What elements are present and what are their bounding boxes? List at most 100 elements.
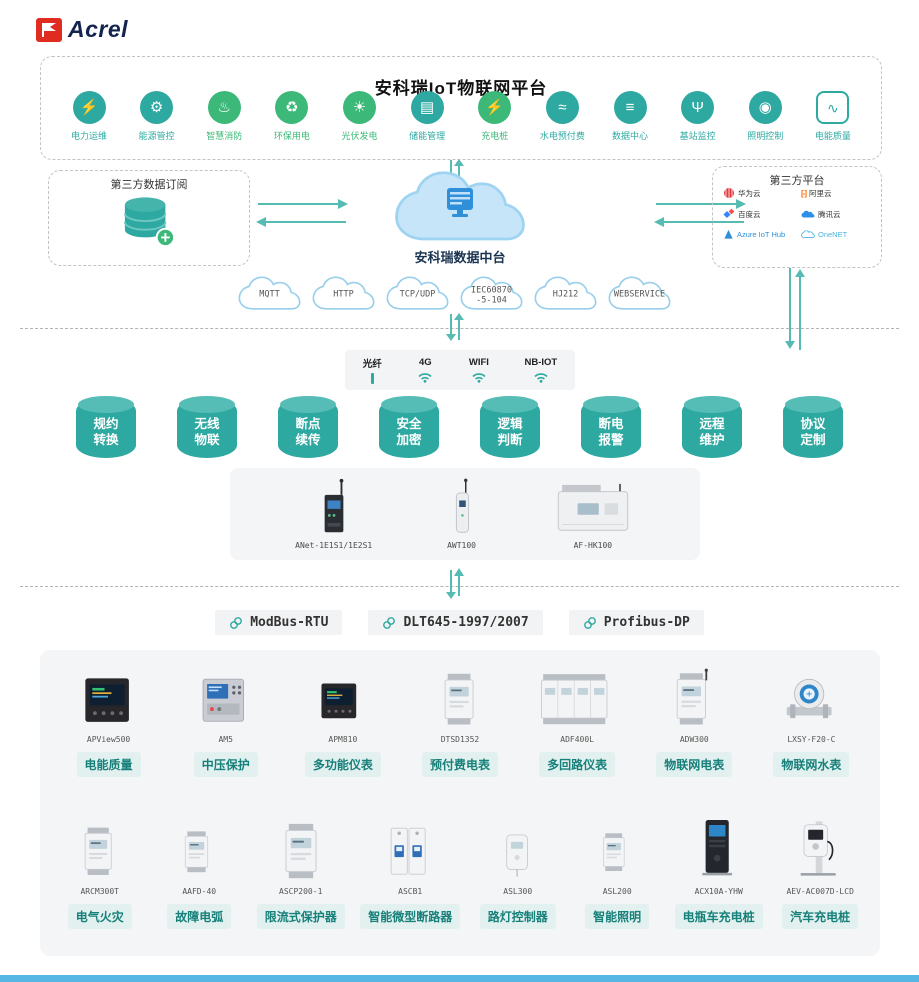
feature-label: 断电 bbox=[598, 417, 624, 431]
gateway-feature-row: 规约 转换 无线 物联 断点 续传 安全 加密 逻辑 判断 断电 报警 远程 维… bbox=[76, 396, 843, 458]
protocol-cloud-row: MQTT HTTP TCP/UDP IEC60870-5-104 HJ212 W… bbox=[236, 276, 676, 314]
protocol-cloud: HJ212 bbox=[532, 276, 599, 314]
protocol-cloud: HTTP bbox=[310, 276, 377, 314]
app-label: 储能管理 bbox=[409, 131, 446, 141]
feature-label: 维护 bbox=[699, 433, 725, 447]
conn-item: NB-IOT bbox=[524, 357, 557, 383]
feature-label: 转换 bbox=[93, 433, 119, 447]
product-category-chip: 物联网水表 bbox=[773, 752, 850, 777]
app-label: 数据中心 bbox=[611, 131, 648, 141]
app-item: ♨ 智慧消防 bbox=[192, 91, 256, 142]
partner-label: 腾讯云 bbox=[818, 209, 841, 219]
feature-label: 判断 bbox=[497, 433, 523, 447]
energy-storage-icon: ▤ bbox=[410, 91, 444, 124]
app-item: ∿ 电能质量 bbox=[801, 91, 865, 142]
feature-cylinder: 协议 定制 bbox=[783, 396, 843, 458]
gateway-item: AWT100 bbox=[447, 478, 477, 550]
product-category-chip: 汽车充电桩 bbox=[782, 904, 859, 929]
leftright-exchange-arrows bbox=[256, 199, 348, 227]
azure-icon bbox=[724, 229, 733, 239]
product-category-chip: 电瓶车充电桩 bbox=[674, 904, 763, 929]
conn-item: 光纤 bbox=[363, 356, 382, 384]
prepaid-utility-icon: ≈ bbox=[545, 91, 579, 124]
product-model: ASCP200-1 bbox=[279, 887, 323, 896]
feature-cylinder: 规约 转换 bbox=[76, 396, 136, 458]
app-label: 能源管控 bbox=[138, 131, 175, 141]
product-category-chip: 智能微型断路器 bbox=[360, 904, 461, 929]
wifi-icon bbox=[418, 373, 433, 383]
device-photo bbox=[444, 673, 474, 725]
feature-label: 远程 bbox=[699, 417, 725, 431]
device-photo bbox=[84, 827, 112, 876]
feature-label: 加密 bbox=[396, 433, 422, 447]
product-model: ASL200 bbox=[602, 887, 632, 896]
product-model: ARCM300T bbox=[80, 887, 119, 896]
feature-cylinder: 断电 报警 bbox=[581, 396, 641, 458]
product-category-chip: 限流式保护器 bbox=[256, 904, 345, 929]
conn-label: WIFI bbox=[468, 357, 489, 368]
partner-item: [-] 阿里云 bbox=[801, 187, 875, 199]
protocol-label-line2: -5-104 bbox=[476, 294, 507, 305]
product-item: ASCB1 智能微型断路器 bbox=[360, 818, 461, 929]
app-label: 基站监控 bbox=[679, 131, 716, 141]
product-item: AEV-AC007D-LCD 汽车充电桩 bbox=[778, 818, 862, 929]
product-model: AM5 bbox=[218, 735, 233, 744]
product-category-chip: 多功能仪表 bbox=[304, 752, 381, 777]
protocol-label: HJ212 bbox=[552, 289, 579, 300]
protocol-label: IEC60870 bbox=[471, 285, 512, 296]
product-model: AAFD-40 bbox=[182, 887, 217, 896]
feature-label: 规约 bbox=[93, 417, 119, 431]
feature-label: 物联 bbox=[194, 433, 220, 447]
app-label: 光伏发电 bbox=[341, 131, 378, 141]
third-party-subscription-box: 第三方数据订阅 bbox=[48, 170, 250, 266]
app-item: ◉ 照明控制 bbox=[733, 91, 797, 142]
feature-cylinder: 断点 续传 bbox=[278, 396, 338, 458]
subscription-box-title: 第三方数据订阅 bbox=[110, 179, 188, 191]
application-layer: 安科瑞IoT物联网平台 ⚡ 电力运维 ⚙ 能源管控 ♨ 智慧消防 ♻ 环保用电 … bbox=[40, 56, 882, 160]
database-subscribe-icon bbox=[123, 197, 176, 248]
app-item: ≈ 水电预付费 bbox=[530, 91, 594, 142]
huawei-cloud-icon bbox=[724, 188, 734, 198]
product-item: DTSD1352 预付费电表 bbox=[418, 666, 502, 777]
fieldbus-chip: DLT645-1997/2007 bbox=[368, 610, 543, 635]
protocol-cloud: WEBSERVICE bbox=[606, 276, 673, 314]
app-label: 水电预付费 bbox=[539, 131, 585, 141]
app-label: 智慧消防 bbox=[206, 131, 243, 141]
device-photo bbox=[185, 831, 209, 873]
server-icon bbox=[447, 188, 473, 217]
product-item: ASL200 智能照明 bbox=[575, 818, 659, 929]
app-item: ♻ 环保用电 bbox=[260, 91, 324, 142]
device-photo bbox=[505, 834, 528, 877]
product-category-chip: 故障电弧 bbox=[167, 904, 232, 929]
product-category-chip: 路灯控制器 bbox=[479, 904, 556, 929]
product-category-chip: 中压保护 bbox=[193, 752, 258, 777]
device-photo bbox=[603, 832, 625, 872]
product-item: ADW300 物联网电表 bbox=[652, 666, 736, 777]
partner-item: 腾讯云 bbox=[801, 208, 875, 220]
app-label: 照明控制 bbox=[747, 131, 784, 141]
protocol-label: WEBSERVICE bbox=[613, 289, 666, 300]
feature-label: 定制 bbox=[800, 433, 826, 447]
gateway-model: AF-HK100 bbox=[573, 541, 613, 550]
connectivity-bar: 光纤 4G WIFI NB-IOT bbox=[345, 350, 575, 390]
device-photo bbox=[701, 820, 732, 876]
power-quality-icon: ∿ bbox=[816, 91, 850, 124]
fieldbus-label: Profibus-DP bbox=[603, 615, 690, 630]
aliyun-icon: [-] bbox=[801, 188, 807, 198]
product-model: ADF400L bbox=[560, 735, 594, 744]
protocol-cloud: IEC60870-5-104 bbox=[458, 276, 525, 314]
link-icon bbox=[230, 616, 243, 629]
product-item: APView500 电能质量 bbox=[67, 666, 151, 777]
feature-label: 断点 bbox=[295, 417, 321, 431]
feature-cylinder: 逻辑 判断 bbox=[480, 396, 540, 458]
app-label: 电能质量 bbox=[814, 131, 851, 141]
device-photo bbox=[786, 678, 833, 719]
feature-label: 无线 bbox=[194, 417, 220, 431]
product-model: APView500 bbox=[86, 735, 131, 744]
app-item: ≡ 数据中心 bbox=[598, 91, 662, 142]
conn-item: WIFI bbox=[469, 357, 489, 383]
app-item: ☀ 光伏发电 bbox=[328, 91, 392, 142]
app-item: ⚡ 充电桩 bbox=[463, 91, 527, 142]
partner-label: Azure IoT Hub bbox=[737, 230, 786, 239]
